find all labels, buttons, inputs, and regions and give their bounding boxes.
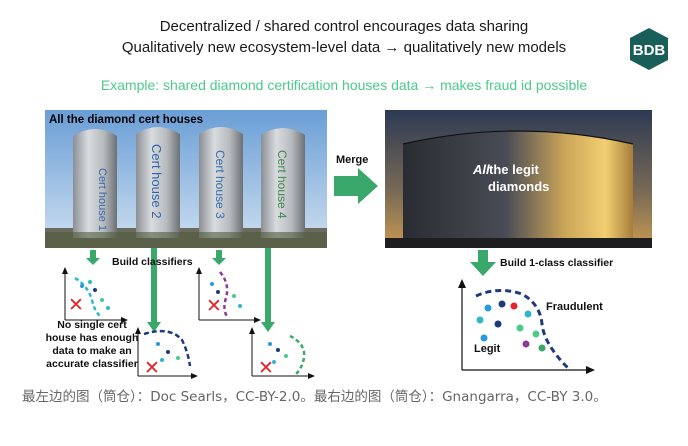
silo-label-2: Cert house 2 xyxy=(149,144,164,218)
note-line-2: house has enough xyxy=(46,332,139,344)
scatter-plot-4: ✕ xyxy=(249,327,315,379)
note-line-4: accurate classifier xyxy=(46,358,138,370)
down-arrow-right xyxy=(470,250,496,276)
left-photo-title: All the diamond cert houses xyxy=(49,114,203,126)
scatter-plot-2: ✕ xyxy=(135,327,198,379)
header-line-1: Decentralized / shared control encourage… xyxy=(159,18,529,35)
scatter-plot-1: ✕ xyxy=(62,267,128,323)
build-1class-label: Build 1-class classifier xyxy=(500,257,613,269)
silo-label-1: Cert house 1 xyxy=(96,168,108,231)
note-line-1: No single cert xyxy=(57,319,127,331)
silo-4 xyxy=(261,128,305,238)
one-class-boundary xyxy=(475,289,570,370)
cross-mark-2: ✕ xyxy=(144,358,160,379)
example-line: Example: shared diamond certification ho… xyxy=(100,77,588,93)
silo-1 xyxy=(73,129,117,238)
tank-text-diamonds: diamonds xyxy=(488,179,549,194)
long-arrow-2 xyxy=(151,248,157,322)
down-arrow-3 xyxy=(212,250,226,265)
silo-2 xyxy=(136,127,180,238)
bdb-logo: BDB xyxy=(628,27,670,71)
cross-mark-4: ✕ xyxy=(258,358,274,379)
right-classifier: Build 1-class classifier Fraudulent Legi… xyxy=(440,248,640,382)
long-arrow-4 xyxy=(265,248,271,322)
silos-photo: Cert house 1 Cert house 2 Cert house 3 C… xyxy=(45,110,327,248)
tank-text-legit: the legit xyxy=(489,162,540,177)
legit-label: Legit xyxy=(474,343,501,355)
tank-photo: All the legit diamonds xyxy=(385,110,652,248)
merge-arrow: Merge xyxy=(330,150,385,210)
tank-text-all: All xyxy=(472,162,490,177)
cross-mark-1: ✕ xyxy=(68,295,84,316)
silo-label-4: Cert house 4 xyxy=(275,150,289,219)
logo-text: BDB xyxy=(633,42,666,59)
image-caption: 最左边的图（筒仓）：Doc Searls，CC-BY-2.0。最右边的图（筒仓）… xyxy=(22,389,607,405)
scatter-plot-3: ✕ xyxy=(196,267,261,323)
merge-label: Merge xyxy=(336,154,368,166)
down-arrow-1 xyxy=(86,250,100,265)
left-classifiers: Build classifiers ✕ ✕ xyxy=(20,248,340,382)
note-line-3: data to make an xyxy=(52,345,131,357)
silo-3 xyxy=(199,127,243,238)
silo-label-3: Cert house 3 xyxy=(213,150,227,219)
fraudulent-label: Fraudulent xyxy=(546,301,603,313)
build-classifiers-label: Build classifiers xyxy=(112,256,193,268)
cross-mark-3: ✕ xyxy=(206,296,222,317)
header-line-2: Qualitatively new ecosystem-level data →… xyxy=(121,39,567,56)
